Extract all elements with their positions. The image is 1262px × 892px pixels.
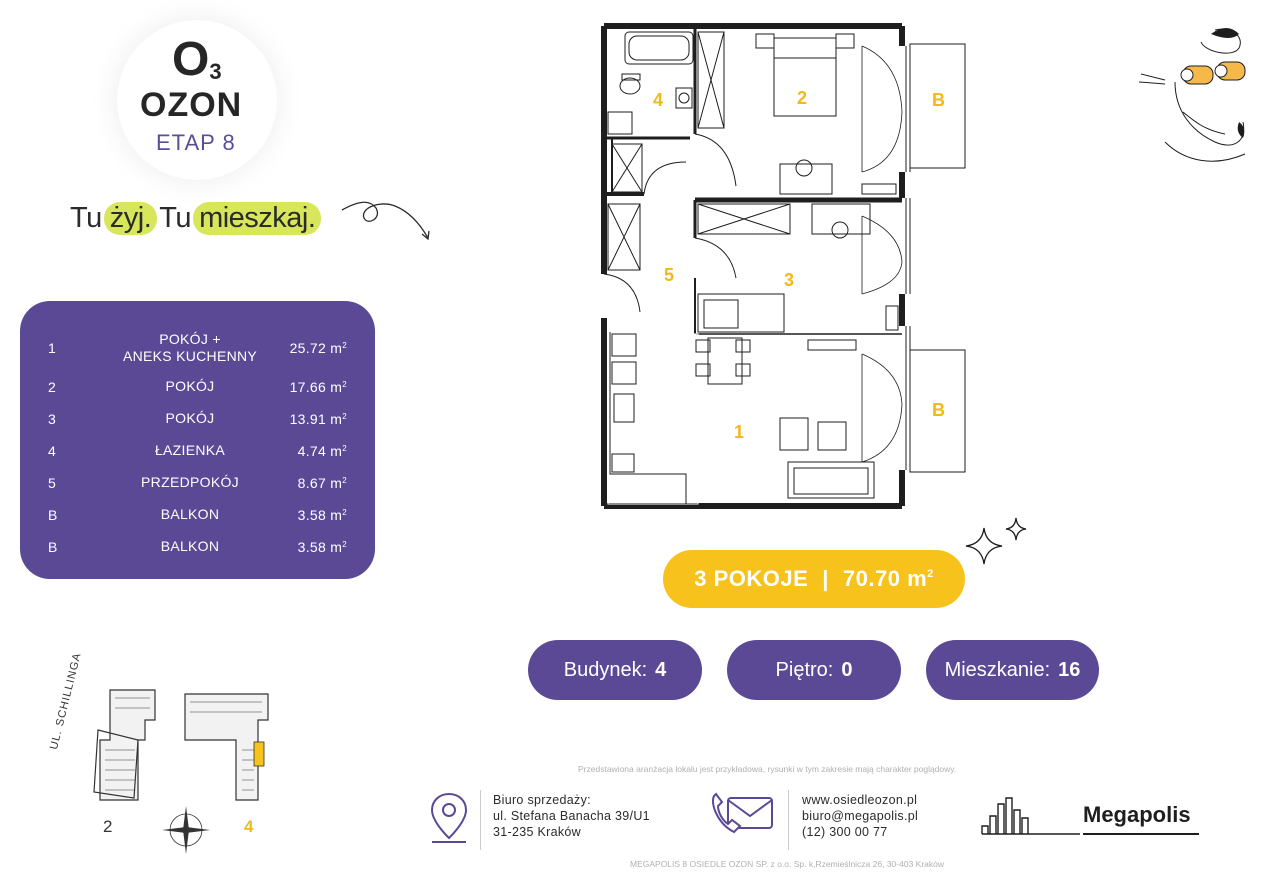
room-name: POKÓJ [165, 378, 215, 395]
summary-separator: | [822, 566, 829, 591]
plan-label-2: 2 [797, 88, 807, 108]
logo-circle [117, 20, 277, 180]
flat-label: Mieszkanie: [944, 658, 1051, 681]
room-number: B [48, 507, 58, 523]
sparkle-icon [965, 517, 1027, 565]
sales-office: Biuro sprzedaży: ul. Stefana Banacha 39/… [493, 792, 650, 840]
logo-stage: ETAP 8 [156, 130, 236, 155]
disclaimer: Przedstawiona aranżacja lokalu jest przy… [578, 764, 957, 774]
logo-mark: O3 [172, 33, 222, 86]
floor-plan: 4 2 3 5 1 B B [601, 23, 966, 509]
divider [480, 790, 481, 850]
room-name: POKÓJ [165, 410, 215, 427]
summary-pill: 3 POKOJE | 70.70 m2 [663, 550, 965, 608]
phone-number: (12) 300 00 77 [802, 825, 888, 839]
plan-label-3: 3 [784, 270, 794, 290]
room-name: BALKON [160, 506, 220, 523]
summary-area: 70.70 m2 [842, 566, 934, 591]
slogan-word: Tu [70, 202, 102, 234]
slogan: Tu żyj. Tu mieszkaj. [70, 202, 323, 235]
building-number-2: 2 [103, 817, 113, 836]
building-value: 4 [655, 658, 667, 681]
contact-info: www.osiedleozon.pl biuro@megapolis.pl (1… [802, 792, 918, 840]
room-table: 1 POKÓJ +ANEKS KUCHENNY 25.72 m2 2 POKÓJ… [20, 301, 375, 579]
office-city: 31-235 Kraków [493, 825, 581, 839]
room-row: 4 ŁAZIENKA 4.74 m2 [48, 435, 347, 467]
megapolis-skyline-icon [981, 797, 1080, 835]
room-row: 3 POKÓJ 13.91 m2 [48, 403, 347, 435]
room-row: 1 POKÓJ +ANEKS KUCHENNY 25.72 m2 [48, 325, 347, 371]
office-title: Biuro sprzedaży: [493, 793, 591, 807]
room-area: 8.67 m2 [297, 475, 347, 491]
developer-name: Megapolis [1083, 802, 1191, 827]
plan-label-balcony: B [932, 400, 945, 420]
binoculars-illustration-icon [1138, 28, 1246, 162]
flat-pill: Mieszkanie: 16 [926, 640, 1099, 700]
floor-label: Piętro: [775, 658, 834, 681]
room-row: B BALKON 3.58 m2 [48, 531, 347, 563]
website-link[interactable]: www.osiedleozon.pl [802, 793, 918, 807]
room-name: POKÓJ +ANEKS KUCHENNY [122, 330, 258, 365]
room-name: ŁAZIENKA [154, 442, 226, 459]
location-pin-icon [430, 792, 468, 843]
room-name: BALKON [160, 538, 220, 555]
room-area: 17.66 m2 [289, 379, 347, 395]
divider [788, 790, 789, 850]
slogan-highlight: żyj. [103, 202, 158, 235]
company-info: MEGAPOLIS 8 OSIEDLE OZON SP. z o.o. Sp. … [630, 859, 944, 869]
room-number: 5 [48, 475, 57, 491]
plan-label-balcony: B [932, 90, 945, 110]
flat-value: 16 [1058, 658, 1081, 681]
floor-pill: Piętro: 0 [727, 640, 901, 700]
room-number: 2 [48, 379, 57, 395]
room-row: 5 PRZEDPOKÓJ 8.67 m2 [48, 467, 347, 499]
room-number: B [48, 539, 58, 555]
office-street: ul. Stefana Banacha 39/U1 [493, 809, 650, 823]
compass-icon [162, 806, 210, 854]
plan-label-4: 4 [653, 90, 663, 110]
summary-rooms: 3 POKOJE [694, 566, 809, 591]
plan-label-1: 1 [734, 422, 744, 442]
envelope-phone-icon [712, 792, 773, 834]
room-area: 25.72 m2 [289, 340, 347, 356]
building-pill: Budynek: 4 [528, 640, 702, 700]
room-number: 3 [48, 411, 57, 427]
slogan-highlight: mieszkaj. [193, 202, 322, 235]
plan-label-5: 5 [664, 265, 674, 285]
building-number-4: 4 [244, 817, 254, 836]
building-label: Budynek: [563, 658, 648, 681]
room-area: 3.58 m2 [297, 507, 347, 523]
room-area: 4.74 m2 [297, 443, 347, 459]
logo-name: OZON [140, 86, 243, 124]
site-map [93, 689, 269, 854]
room-name: PRZEDPOKÓJ [141, 474, 239, 491]
room-area: 13.91 m2 [289, 411, 347, 427]
email-link[interactable]: biuro@megapolis.pl [802, 809, 919, 823]
room-number: 4 [48, 443, 57, 459]
room-row: B BALKON 3.58 m2 [48, 499, 347, 531]
floor-value: 0 [841, 658, 853, 681]
room-row: 2 POKÓJ 17.66 m2 [48, 371, 347, 403]
squiggle-arrow-icon [341, 201, 430, 241]
room-number: 1 [48, 340, 57, 356]
slogan-word: Tu [159, 202, 192, 234]
room-area: 3.58 m2 [297, 539, 347, 555]
developer-underline [1083, 833, 1199, 835]
